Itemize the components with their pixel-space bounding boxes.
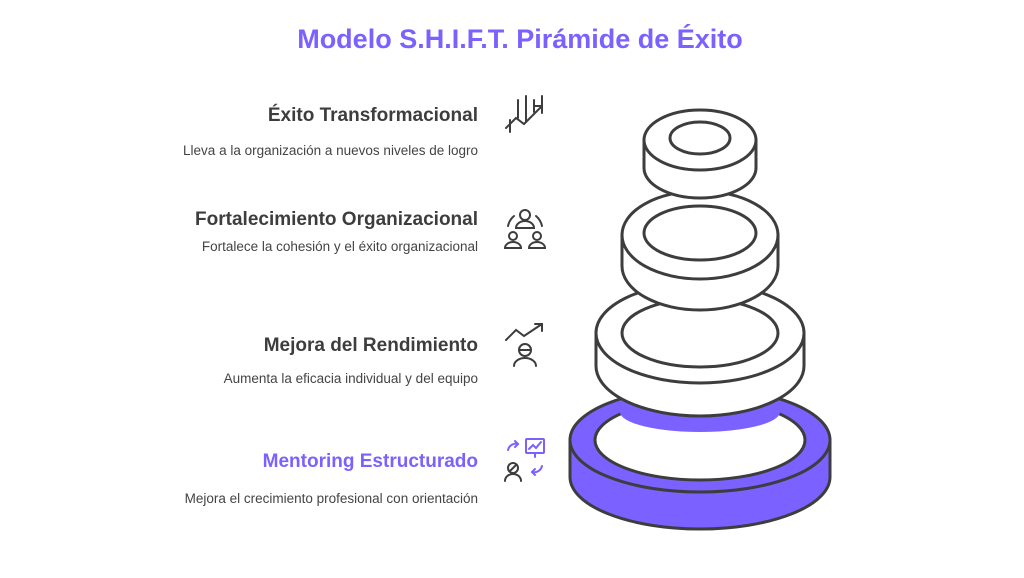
level-2-text: Fortalecimiento Organizacional Fortalece…	[148, 208, 478, 257]
level-4-text: Mentoring Estructurado Mejora el crecimi…	[148, 450, 478, 509]
level-4-title: Mentoring Estructurado	[262, 451, 478, 472]
level-2-description: Fortalece la cohesión y el éxito organiz…	[201, 239, 478, 254]
ring-level-3	[594, 281, 806, 418]
level-4-description: Mejora el crecimiento profesional con or…	[184, 491, 478, 506]
page-title: Modelo S.H.I.F.T. Pirámide de Éxito	[297, 24, 743, 54]
ring-pyramid	[560, 80, 850, 550]
mentoring-icon	[502, 436, 548, 482]
performance-icon	[502, 322, 548, 368]
level-3-description: Aumenta la eficacia individual y del equ…	[223, 371, 478, 386]
level-1-text: Éxito Transformacional Lleva a la organi…	[148, 104, 478, 161]
level-2-title: Fortalecimiento Organizacional	[195, 209, 478, 230]
level-3-text: Mejora del Rendimiento Aumenta la eficac…	[148, 334, 478, 389]
growth-chart-icon	[502, 92, 548, 138]
level-3-title: Mejora del Rendimiento	[263, 335, 478, 356]
team-icon	[502, 206, 548, 252]
ring-level-2	[620, 189, 780, 312]
ring-level-1	[642, 108, 758, 200]
level-1-title: Éxito Transformacional	[267, 105, 478, 126]
level-1-description: Lleva a la organización a nuevos niveles…	[183, 143, 478, 158]
